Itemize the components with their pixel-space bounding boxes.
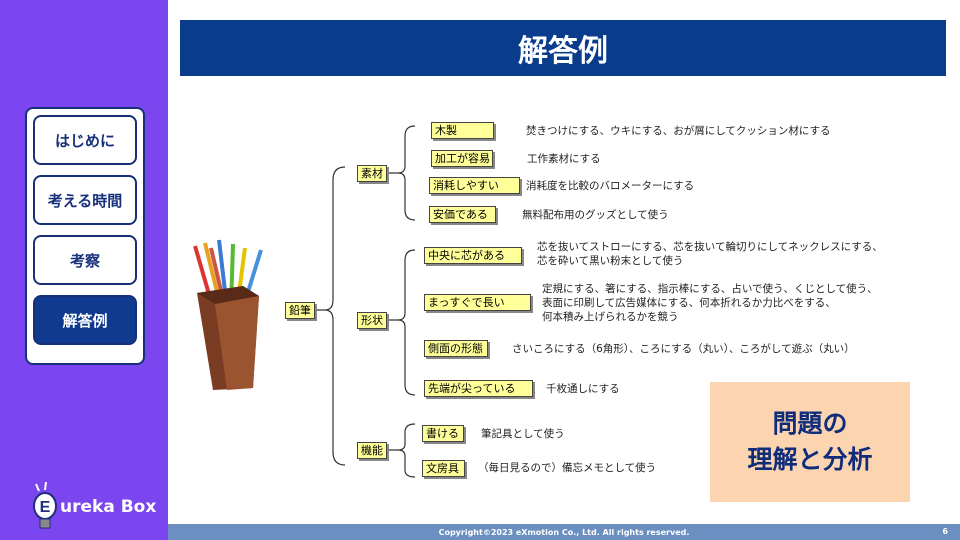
node-wooden: 木製 [431, 122, 494, 139]
eureka-box-logo: E ureka Box [30, 482, 156, 532]
lightbulb-icon: E [33, 482, 57, 529]
nav-panel: はじめに 考える時間 考察 解答例 [25, 107, 145, 365]
idea-text: 無料配布用のグッズとして使う [522, 209, 669, 221]
category-function: 機能 [357, 442, 387, 459]
pencil-cup-image [193, 239, 263, 390]
idea-text: （毎日見るので）備忘メモとして使う [478, 462, 657, 474]
category-shape: 形状 [357, 312, 387, 329]
node-easy-process: 加工が容易 [431, 150, 493, 167]
idea-line: 定規にする、箸にする、指示棒にする、占いで使う、くじとして使う、 [542, 283, 878, 295]
idea-text: 焚きつけにする、ウキにする、おが屑にしてクッション材にする [526, 125, 831, 137]
node-side-shape: 側面の形態 [424, 340, 488, 357]
node-can-write: 書ける [422, 425, 464, 442]
footer: Copyright©2023 eXmotion Co., Ltd. All ri… [168, 524, 960, 540]
node-sharp-tip: 先端が尖っている [424, 380, 533, 397]
summary-line: 理解と分析 [747, 445, 873, 474]
svg-text:E: E [40, 499, 51, 516]
idea-text: 筆記具として使う [481, 428, 565, 440]
idea-text: さいころにする（6角形）、ころにする（丸い）、ころがして遊ぶ（丸い） [512, 343, 855, 355]
root-node: 鉛筆 [285, 302, 315, 319]
nav-item-answer-example[interactable]: 解答例 [33, 295, 137, 345]
node-core-center: 中央に芯がある [424, 247, 522, 264]
node-cheap: 安価である [429, 206, 496, 223]
idea-text: 定規にする、箸にする、指示棒にする、占いで使う、くじとして使う、表面に印刷して広… [542, 282, 878, 324]
category-material: 素材 [357, 165, 387, 182]
idea-line: 何本積み上げられるかを競う [542, 311, 679, 323]
nav-item-thinking-time[interactable]: 考える時間 [33, 175, 137, 225]
node-consumable: 消耗しやすい [429, 177, 520, 194]
copyright: Copyright©2023 eXmotion Co., Ltd. All ri… [438, 527, 690, 537]
node-stationery: 文房具 [422, 460, 465, 477]
page-number: 6 [942, 527, 948, 536]
idea-text: 消耗度を比較のバロメーターにする [526, 180, 695, 192]
summary-line: 問題の [772, 409, 848, 438]
idea-text: 工作素材にする [527, 153, 601, 165]
summary-box: 問題の 理解と分析 [710, 382, 910, 502]
idea-text: 芯を抜いてストローにする、芯を抜いて輪切りにしてネックレスにする、芯を砕いて黒い… [537, 240, 883, 268]
nav-item-discussion[interactable]: 考察 [33, 235, 137, 285]
idea-line: 芯を砕いて黒い粉末として使う [537, 255, 684, 267]
sidebar: はじめに 考える時間 考察 解答例 E ureka Box [0, 0, 168, 540]
idea-line: 芯を抜いてストローにする、芯を抜いて輪切りにしてネックレスにする、 [537, 241, 883, 253]
nav-item-intro[interactable]: はじめに [33, 115, 137, 165]
logo-text: ureka Box [60, 497, 157, 517]
page-title: 解答例 [180, 20, 946, 76]
node-straight-long: まっすぐで長い [424, 294, 531, 311]
idea-line: 表面に印刷して広告媒体にする、何本折れるか力比べをする、 [542, 297, 836, 309]
idea-text: 千枚通しにする [546, 383, 620, 395]
